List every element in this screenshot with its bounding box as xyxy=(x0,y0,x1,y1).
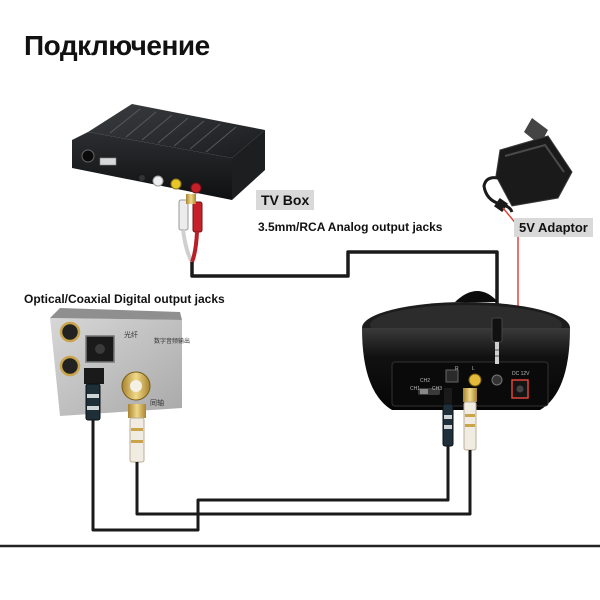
channel-switch-knob[interactable] xyxy=(420,389,428,394)
jack-plug xyxy=(491,317,503,364)
rca-red-lead xyxy=(190,231,199,263)
receiver-coax-plug-collar xyxy=(463,388,477,402)
tv-box-top xyxy=(88,104,265,158)
adaptor-highlight xyxy=(504,143,565,173)
receiver-optical-plug-head xyxy=(444,388,452,404)
tv-box-rca-red-port xyxy=(190,182,202,194)
panel-text-digital: 数字音频输出 xyxy=(154,339,191,345)
adaptor-cord xyxy=(482,176,514,213)
label-tv-box: TV Box xyxy=(256,190,315,210)
receiver-text-ch3: CH3 xyxy=(432,386,443,392)
tv-box-rca-yellow-port xyxy=(170,178,182,190)
receiver-text-r: R xyxy=(455,366,459,372)
receiver-coax-port xyxy=(468,373,482,387)
page-title: Подключение xyxy=(24,30,210,61)
rca-plug xyxy=(128,404,146,463)
tv-box-side xyxy=(232,130,265,200)
rca-white-lead xyxy=(181,229,194,264)
adaptor-plug xyxy=(494,198,508,212)
receiver-text-l: L xyxy=(472,366,475,372)
receiver-text-ch1: CH1 xyxy=(410,386,421,392)
analog-cable xyxy=(190,250,499,318)
rca-plug-white xyxy=(178,199,189,231)
tv-box-front xyxy=(72,132,232,200)
label-analog-jacks: 3.5mm/RCA Analog output jacks xyxy=(258,220,443,234)
optical-plug-body xyxy=(85,383,101,421)
receiver-text-ch2: CH2 xyxy=(420,378,431,384)
tv-box-rca-plugs xyxy=(178,194,203,264)
tv-box-device xyxy=(72,104,265,200)
optical-plug-head xyxy=(84,368,104,384)
receiver-fin xyxy=(455,291,498,302)
tv-box-jack-port xyxy=(139,175,145,181)
tv-box-rca-white-port xyxy=(152,175,164,187)
receiver-dc-hole xyxy=(516,385,524,393)
audio-receiver xyxy=(362,291,570,410)
panel-top-edge xyxy=(50,308,182,320)
rca-plug-red xyxy=(192,201,203,233)
digital-output-panel xyxy=(50,308,182,416)
receiver-plugs xyxy=(442,388,477,451)
label-digital-jacks: Optical/Coaxial Digital output jacks xyxy=(24,292,225,306)
coax-cable xyxy=(135,450,472,516)
receiver-text-dc: DC 12V xyxy=(512,371,530,377)
receiver-optical-port xyxy=(445,369,459,383)
coax-plug-collar xyxy=(128,404,146,418)
jack-plug-body xyxy=(491,317,503,343)
receiver-jack-port xyxy=(491,374,503,386)
optical-plug xyxy=(84,368,104,421)
adaptor-body xyxy=(495,135,573,207)
tv-box-usb-port xyxy=(99,157,117,166)
label-adaptor: 5V Adaptor xyxy=(514,218,593,237)
rca-plug-collar xyxy=(186,194,196,204)
panel-port-1 xyxy=(59,321,81,343)
tv-box-svideo-port xyxy=(81,149,95,163)
panel-text-optical: 光纤 xyxy=(124,332,138,339)
tv-box-fins xyxy=(109,108,237,153)
power-adaptor xyxy=(482,118,573,213)
panel-text-coax: 同轴 xyxy=(150,400,164,407)
jack-plug-tip xyxy=(495,342,499,364)
panel-port-2 xyxy=(59,355,81,377)
